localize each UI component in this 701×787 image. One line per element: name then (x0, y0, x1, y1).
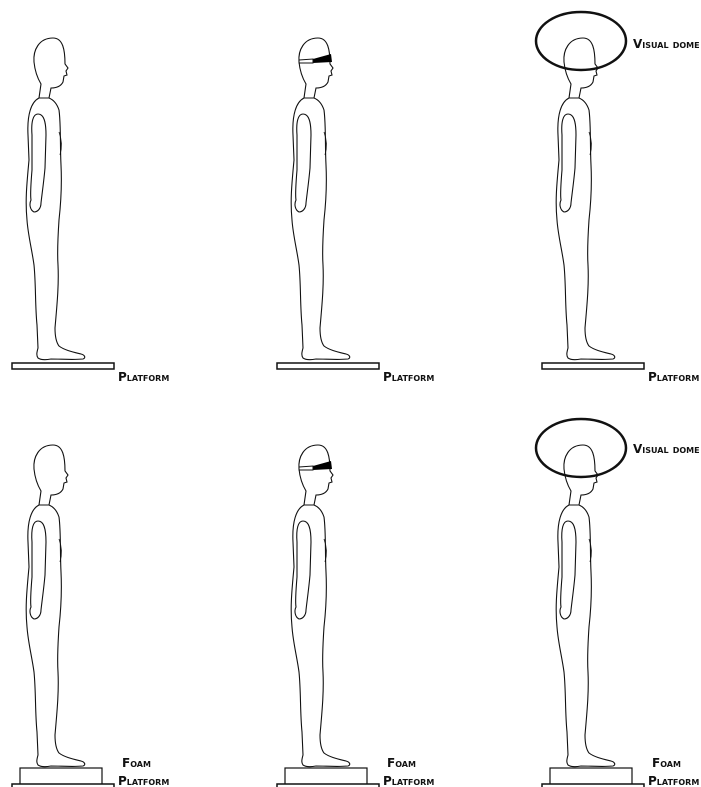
panel-blindfold-foam: Foam Platform (277, 445, 434, 787)
standing-person-icon (291, 38, 350, 360)
platform-label: Platform (648, 370, 699, 384)
panel-eyes-open-foam: Foam Platform (12, 445, 169, 787)
platform-label: Platform (118, 370, 169, 384)
foam-label: Foam (122, 756, 151, 770)
foam-label: Foam (387, 756, 416, 770)
platform-icon (542, 363, 644, 369)
platform-label: Platform (648, 774, 699, 787)
platform-icon (277, 363, 379, 369)
visual-dome-label: Visual dome (633, 37, 700, 51)
platform-label: Platform (383, 774, 434, 787)
standing-person-icon (26, 445, 85, 767)
panel-eyes-open-platform: Platform (12, 38, 169, 384)
foam-pad-icon (285, 768, 367, 785)
standing-person-icon (291, 445, 350, 767)
foam-pad-icon (550, 768, 632, 785)
platform-label: Platform (118, 774, 169, 787)
standing-person-icon (26, 38, 85, 360)
standing-person-icon (556, 38, 615, 360)
standing-person-icon (556, 445, 615, 767)
panel-visual-dome-platform: Visual dome Platform (536, 12, 700, 384)
panel-blindfold-platform: Platform (277, 38, 434, 384)
foam-pad-icon (20, 768, 102, 785)
platform-label: Platform (383, 370, 434, 384)
platform-icon (12, 363, 114, 369)
visual-dome-label: Visual dome (633, 442, 700, 456)
foam-label: Foam (652, 756, 681, 770)
panel-visual-dome-foam: Visual dome Foam Platform (536, 419, 700, 787)
